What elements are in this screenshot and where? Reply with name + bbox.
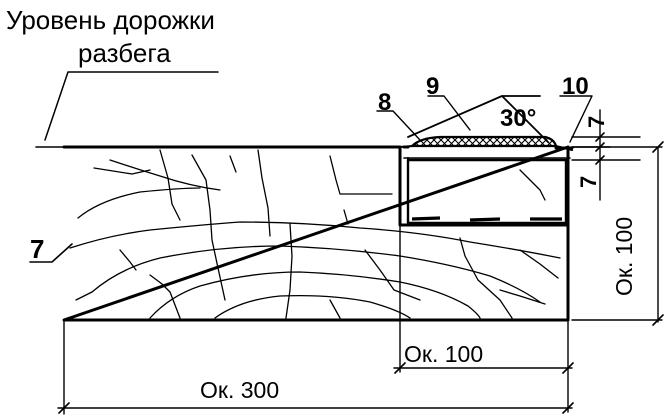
inner-width-dim-ticks [394, 362, 574, 374]
wood-grain [69, 149, 561, 319]
leader-10 [559, 95, 593, 143]
cover-layer-hatched [409, 135, 558, 148]
part-7-right-bottom-label: 7 [576, 176, 601, 188]
track-level-leader [44, 71, 219, 141]
part-8-label: 8 [378, 89, 391, 116]
height-dim-ticks [652, 141, 664, 326]
height-dim-label: Ок. 100 [611, 217, 637, 296]
part-9-label: 9 [426, 73, 439, 100]
leader-8 [376, 110, 421, 141]
cover-layer-bevel [399, 145, 573, 151]
track-level-label-line1: Уровень дорожки [6, 5, 215, 35]
part-7-right-top-label: 7 [584, 116, 609, 128]
total-width-dim-ticks [58, 402, 574, 414]
inner-width-dim-label: Ок. 100 [404, 341, 483, 367]
inner-width-dim-line [393, 224, 573, 413]
height-dim-line [571, 146, 663, 323]
leader-9 [427, 95, 471, 131]
angle-label: 30° [500, 105, 536, 132]
insert-plate-bottom-fill [411, 216, 562, 222]
part-7-left-label: 7 [30, 234, 44, 264]
track-level-label-line2: разбега [78, 38, 171, 68]
part-7-left-underline [29, 243, 73, 263]
part-10-label: 10 [562, 73, 589, 100]
angle-lines-30deg [407, 95, 549, 143]
total-width-dim-label: Ок. 300 [200, 377, 279, 403]
total-width-dim-line [57, 319, 573, 415]
insert-plate [406, 158, 568, 225]
